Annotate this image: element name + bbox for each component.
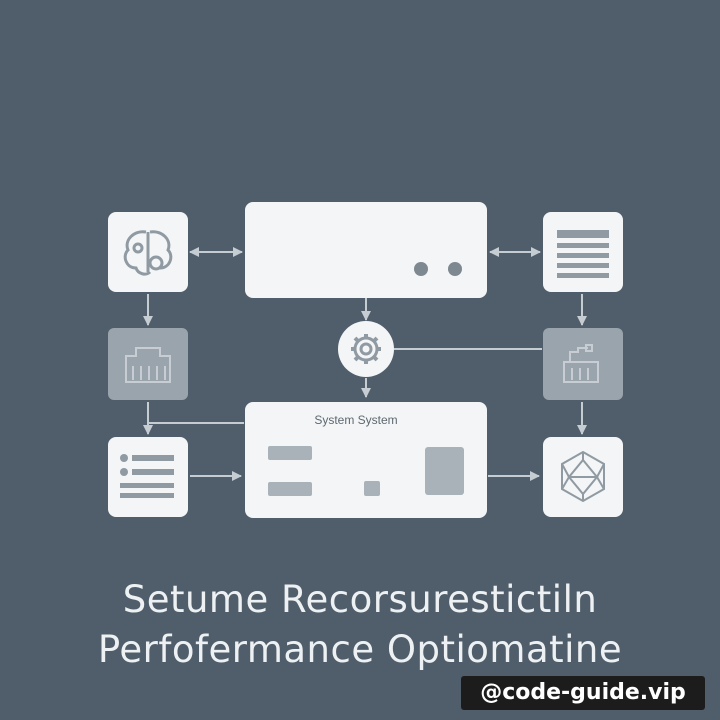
box-top-right [543, 212, 623, 292]
box-middle-left [108, 328, 188, 400]
box-middle-right [543, 328, 623, 400]
watermark: @code-guide.vip [461, 676, 705, 710]
brain-gear-icon [123, 230, 173, 276]
title-line-2: Perfofermance Optiomatine [97, 628, 623, 671]
geometric-crystal-icon [561, 450, 605, 503]
system-panel-label: System System [314, 413, 397, 427]
gear-icon [351, 334, 381, 364]
panel-block [425, 447, 464, 495]
system-panel: System System [245, 402, 487, 518]
title-line-1: Setume Recorsurestictiln [122, 578, 598, 621]
panel-bar [268, 482, 312, 496]
factory-icon [563, 344, 599, 383]
server-rack-icon [125, 347, 171, 383]
box-top-left [108, 212, 188, 292]
panel-square [364, 481, 380, 496]
bullet-list-icon [120, 454, 174, 498]
connectors [143, 247, 587, 481]
box-bottom-right [543, 437, 623, 517]
flow-diagram: System System [108, 202, 623, 518]
panel-bar [268, 446, 312, 460]
gear-node [338, 321, 394, 377]
box-bottom-left [108, 437, 188, 517]
status-dot [414, 262, 428, 276]
status-dot [448, 262, 462, 276]
top-center-panel [245, 202, 487, 298]
document-lines-icon [557, 230, 609, 278]
